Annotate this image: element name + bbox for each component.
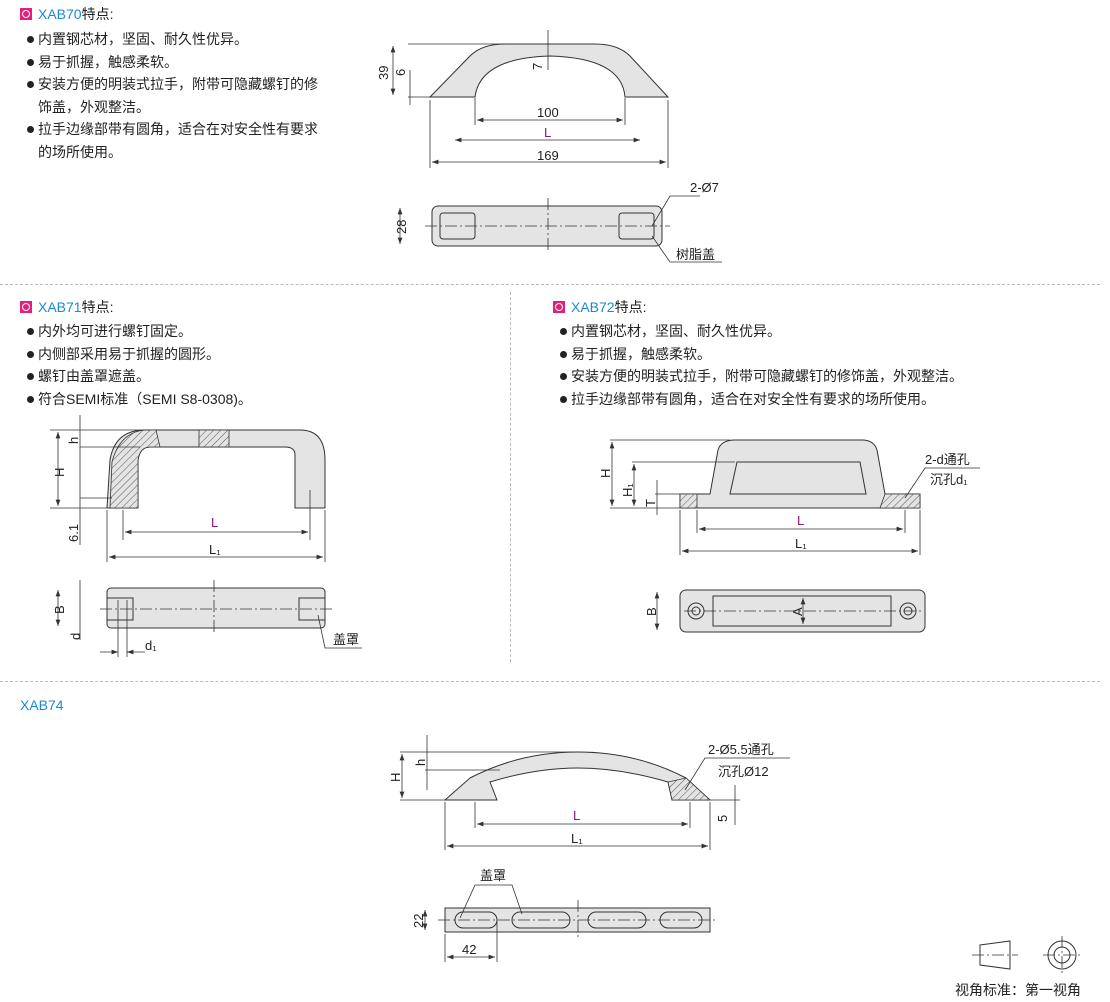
feature-item: 易于抓握，触感柔软。 xyxy=(22,51,322,74)
feature-item: 螺钉由盖罩遮盖。 xyxy=(22,365,252,388)
section-marker-icon xyxy=(20,8,32,20)
cover-label: 盖罩 xyxy=(333,632,359,647)
dim-H: H xyxy=(598,469,613,478)
dim-L: L xyxy=(544,125,551,140)
dim-169: 169 xyxy=(537,148,559,163)
xab70-features: 内置钢芯材，坚固、耐久性优异。 易于抓握，触感柔软。 安装方便的明装式拉手，附带… xyxy=(22,28,322,163)
dim-L: L xyxy=(573,808,580,823)
column-divider xyxy=(510,292,511,662)
feature-item: 内置钢芯材，坚固、耐久性优异。 xyxy=(555,320,963,343)
feature-item: 拉手边缘部带有圆角，适合在对安全性有要求的场所使用。 xyxy=(555,388,963,411)
xab70-plan-view: 28 2-Ø7 树脂盖 xyxy=(394,180,722,263)
dim-H: H xyxy=(388,773,403,782)
xab72-code: XAB72 xyxy=(571,299,615,315)
dim-L1: L₁ xyxy=(209,542,221,557)
dim-d1: d₁ xyxy=(145,638,157,653)
xab74-front-view: H h 2-Ø5.5通孔 沉孔Ø12 5 L L₁ xyxy=(388,735,790,850)
features-label: 特点: xyxy=(614,299,647,315)
feature-item: 内侧部采用易于抓握的圆形。 xyxy=(22,343,252,366)
xab71-features: 内外均可进行螺钉固定。 内侧部采用易于抓握的圆形。 螺钉由盖罩遮盖。 符合SEM… xyxy=(22,320,252,410)
holes-label: 2-Ø7 xyxy=(690,180,719,195)
features-label: 特点: xyxy=(81,6,114,22)
xab72-features: 内置钢芯材，坚固、耐久性优异。 易于抓握，触感柔软。 安装方便的明装式拉手，附带… xyxy=(555,320,963,410)
counterbore-label: 沉孔Ø12 xyxy=(718,764,769,779)
dim-5: 5 xyxy=(715,815,730,822)
xab72-heading: XAB72特点: xyxy=(553,297,646,317)
feature-item: 安装方便的明装式拉手，附带可隐藏螺钉的修饰盖，外观整洁。 xyxy=(22,73,322,118)
dim-39: 39 xyxy=(376,66,391,80)
dim-L1: L₁ xyxy=(795,536,807,551)
xab72-plan-view: B A xyxy=(644,589,926,633)
dim-100: 100 xyxy=(537,105,559,120)
dim-A: A xyxy=(790,607,805,616)
dim-7: 7 xyxy=(530,63,545,70)
xab72-front-view: H H₁ T 2-d通孔 沉孔d₁ L L₁ xyxy=(598,439,980,555)
feature-item: 易于抓握，触感柔软。 xyxy=(555,343,963,366)
dim-6-1: 6.1 xyxy=(66,524,81,542)
dim-L: L xyxy=(211,515,218,530)
xab71-code: XAB71 xyxy=(38,299,82,315)
projection-label: 视角标准：第一视角 xyxy=(955,982,1081,998)
xab74-heading: XAB74 xyxy=(20,697,64,713)
dim-L: L xyxy=(797,513,804,528)
cover-label: 树脂盖 xyxy=(676,247,715,262)
xab71-heading: XAB71特点: xyxy=(20,297,113,317)
hole-label: 2-Ø5.5通孔 xyxy=(708,742,774,757)
feature-item: 安装方便的明装式拉手，附带可隐藏螺钉的修饰盖，外观整洁。 xyxy=(555,365,963,388)
dim-28: 28 xyxy=(394,220,409,234)
features-label: 特点: xyxy=(81,299,114,315)
dim-T: T xyxy=(643,499,658,507)
feature-item: 内置钢芯材，坚固、耐久性优异。 xyxy=(22,28,322,51)
xab74-plan-view: 盖罩 22 42 xyxy=(411,868,716,962)
xab71-plan-view: B d d₁ 盖罩 xyxy=(52,580,362,657)
section-marker-icon xyxy=(20,301,32,313)
xab71-front-view: H h 6.1 L L₁ xyxy=(50,415,326,562)
dim-h: h xyxy=(66,437,81,444)
dim-L1: L₁ xyxy=(571,831,583,846)
section-divider xyxy=(0,681,1100,682)
dim-22: 22 xyxy=(411,914,426,928)
hole-label: 2-d通孔 xyxy=(925,452,970,467)
dim-42: 42 xyxy=(462,942,476,957)
dim-6: 6 xyxy=(393,69,408,76)
dim-h: h xyxy=(413,759,428,766)
xab70-code: XAB70 xyxy=(38,6,82,22)
feature-item: 内外均可进行螺钉固定。 xyxy=(22,320,252,343)
feature-item: 符合SEMI标准（SEMI S8-0308)。 xyxy=(22,388,252,411)
dim-B: B xyxy=(52,605,67,614)
xab70-front-view: 39 6 7 100 L 169 xyxy=(376,30,670,168)
section-divider xyxy=(0,284,1100,285)
feature-item: 拉手边缘部带有圆角，适合在对安全性有要求的场所使用。 xyxy=(22,118,322,163)
section-marker-icon xyxy=(553,301,565,313)
dim-H: H xyxy=(52,468,67,477)
first-angle-projection-icon xyxy=(972,936,1081,974)
cover-label: 盖罩 xyxy=(480,868,506,883)
dim-H1: H₁ xyxy=(620,483,635,497)
xab70-heading: XAB70特点: xyxy=(20,4,113,24)
counterbore-label: 沉孔d₁ xyxy=(930,472,968,487)
dim-B: B xyxy=(644,607,659,616)
dim-d: d xyxy=(68,633,83,640)
